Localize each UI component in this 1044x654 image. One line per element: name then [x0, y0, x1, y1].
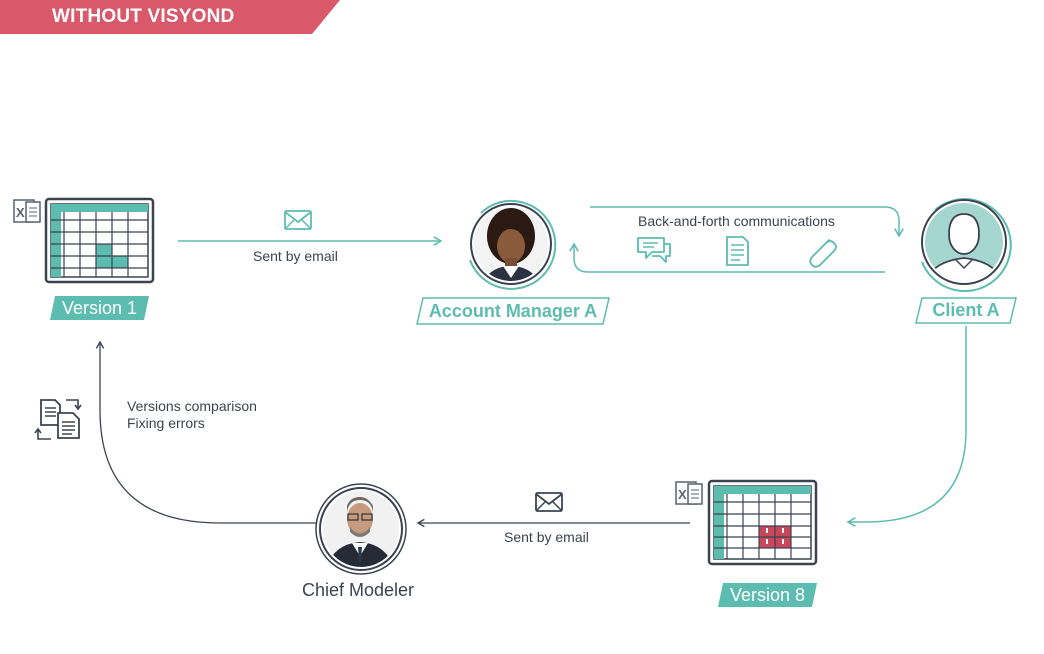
version-8-label: Version 8 — [729, 585, 806, 605]
edge-client-to-version8 — [846, 326, 967, 527]
excel-icon: X — [675, 481, 703, 505]
version-1-label: Version 1 — [61, 298, 138, 318]
version-8-tag-bg — [718, 583, 817, 607]
spreadsheet-icon — [44, 197, 155, 284]
chief-modeler-avatar — [315, 483, 407, 575]
excel-icon: X — [13, 199, 41, 223]
sent-by-email-bottom-label: Sent by email — [504, 529, 589, 545]
document-icon — [726, 236, 749, 266]
account-manager-tag-bg — [416, 297, 610, 325]
edge-chief-modeler-to-version1 — [95, 340, 316, 524]
edge-account-manager-to-client — [590, 206, 904, 238]
back-and-forth-label: Back-and-forth communications — [638, 213, 835, 229]
mail-icon — [284, 210, 312, 230]
version-1-tag-bg — [50, 296, 149, 320]
client-avatar — [921, 198, 1012, 293]
spreadsheet-icon — [707, 479, 818, 566]
client-tag-bg — [915, 297, 1017, 324]
chief-modeler-label: Chief Modeler — [302, 580, 415, 600]
client-label: Client A — [932, 300, 1000, 320]
header-banner — [0, 0, 340, 34]
fixing-errors-label: Fixing errors — [127, 415, 205, 431]
sent-by-email-top-label: Sent by email — [253, 248, 338, 264]
svg-text:X: X — [16, 205, 25, 220]
paperclip-icon — [809, 239, 837, 268]
svg-text:X: X — [678, 487, 687, 502]
edge-client-to-account-manager — [569, 242, 885, 273]
versions-comparison-label: Versions comparison — [127, 398, 257, 414]
chat-icon — [637, 237, 671, 263]
account-manager-avatar — [469, 199, 557, 290]
account-manager-label: Account Manager A — [428, 301, 598, 321]
compare-documents-icon — [34, 399, 82, 440]
page-title: WITHOUT VISYOND — [52, 6, 235, 27]
mail-icon — [535, 492, 563, 512]
